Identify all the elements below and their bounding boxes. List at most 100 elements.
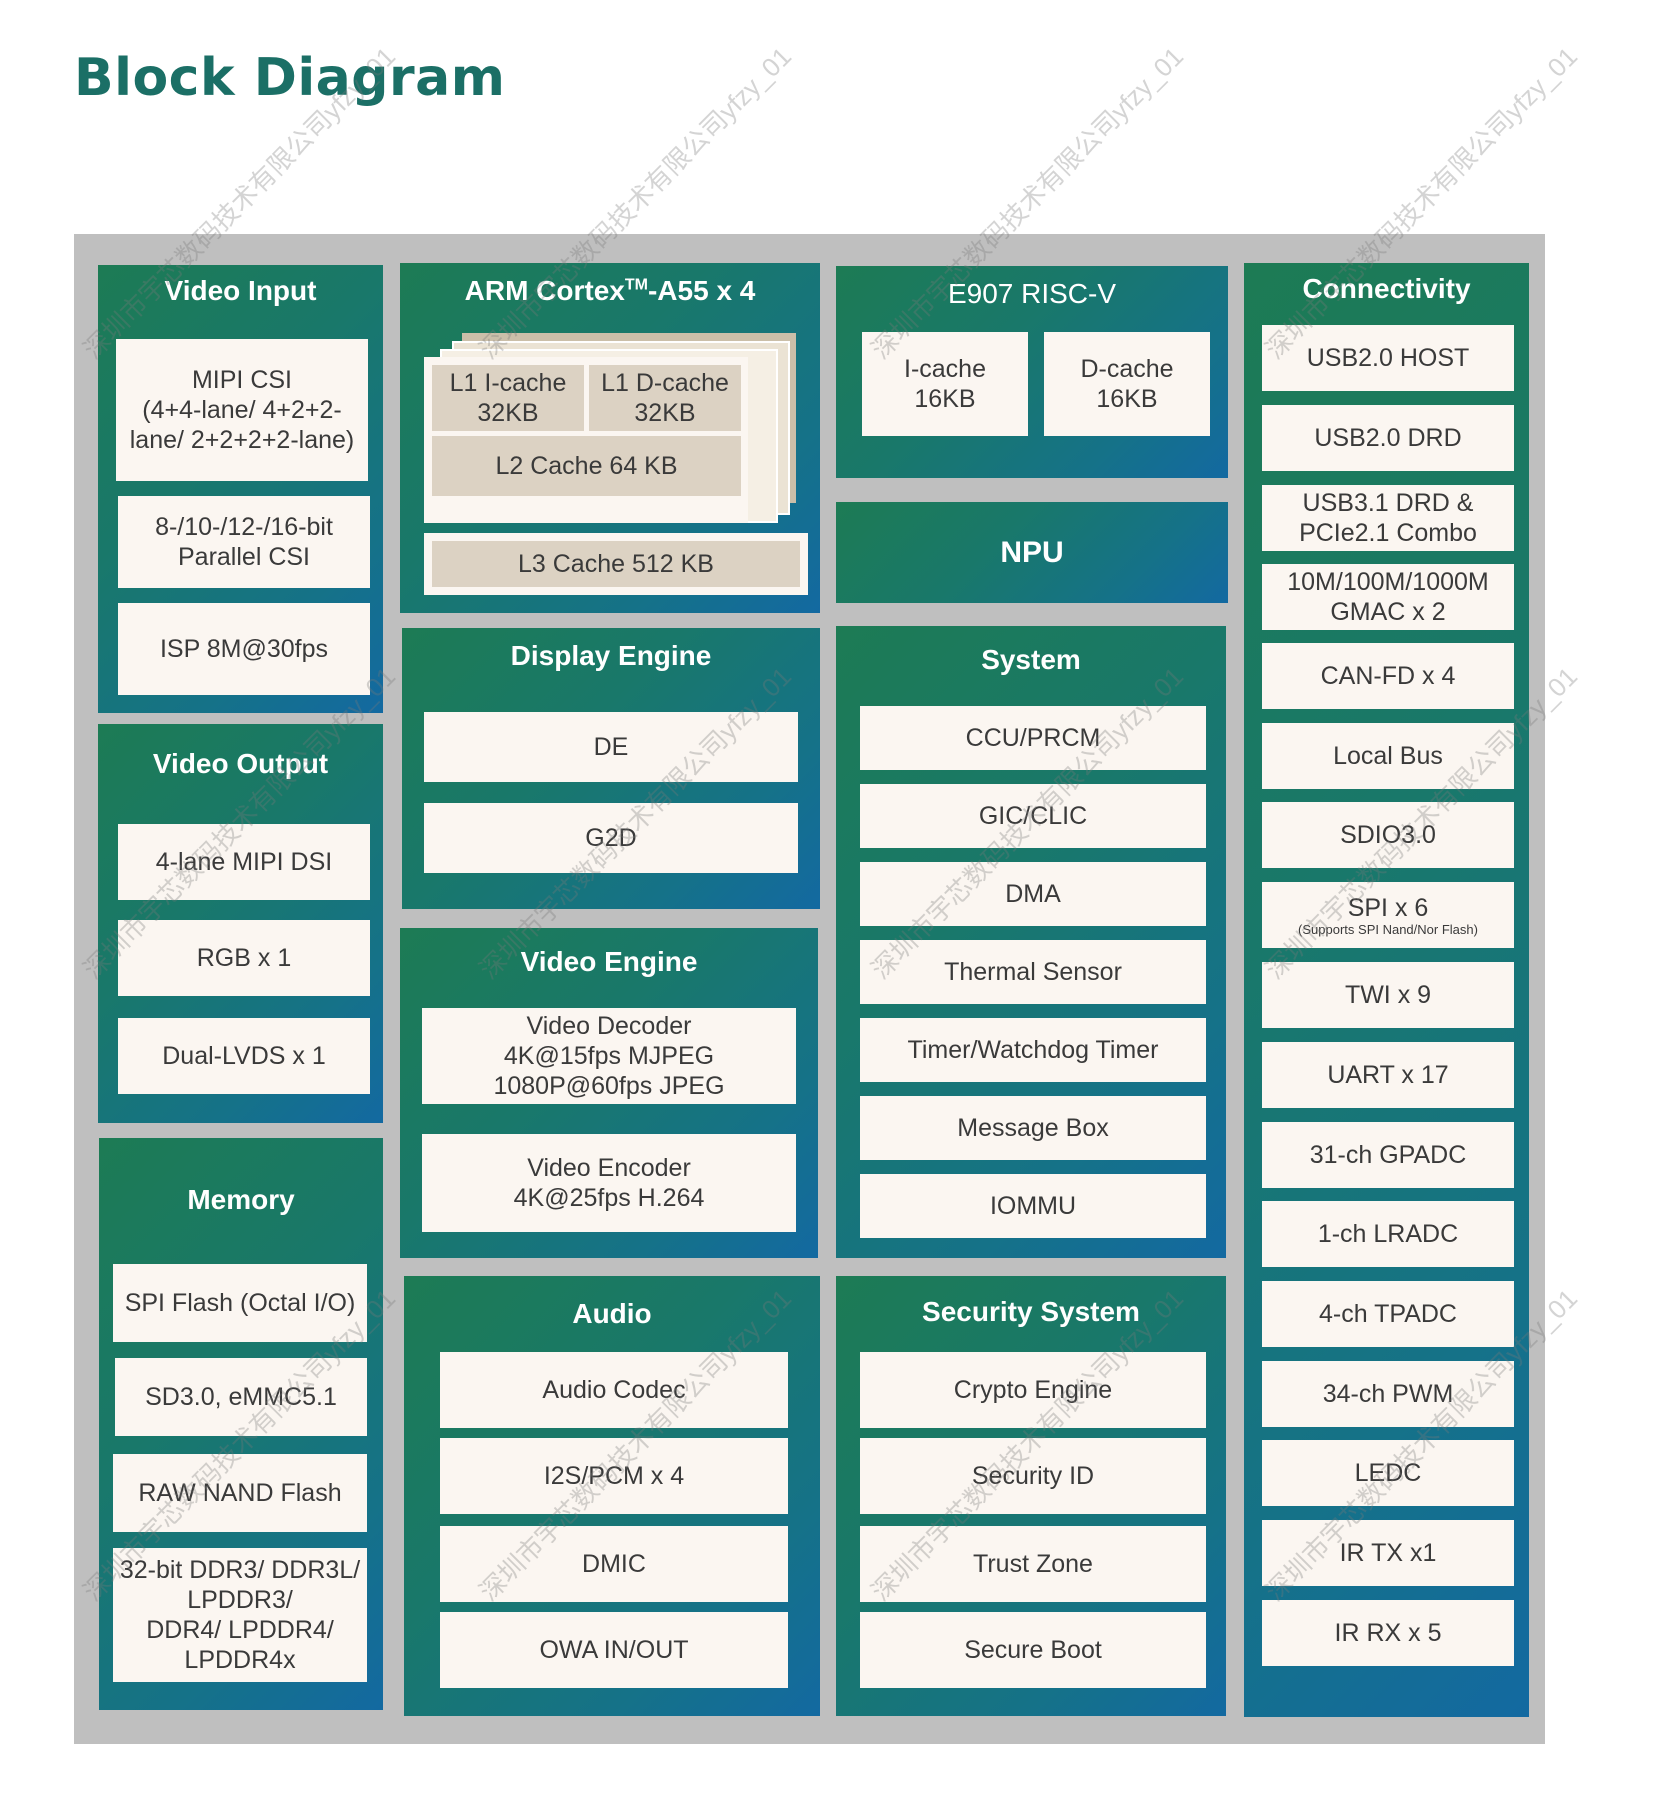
spi-flash-block: SPI Flash (Octal I/O) [113, 1264, 367, 1342]
trademark-sup: TM [624, 276, 648, 294]
riscv-title: E907 RISC-V [947, 278, 1117, 309]
block-line: 4K@15fps MJPEG [503, 1042, 715, 1070]
block-line: L1 I-cache [449, 369, 567, 397]
block-line: 32KB [634, 399, 696, 427]
arm-cortex-panel: ARM CortexTM-A55 x 4 L1 I-cache 32KB L1 … [400, 263, 820, 613]
gpadc-block: 31-ch GPADC [1262, 1122, 1514, 1188]
block-line: 4-lane MIPI DSI [155, 848, 333, 876]
block-line: Security ID [971, 1462, 1095, 1490]
block-line: 34-ch PWM [1322, 1380, 1454, 1408]
block-line: Video Encoder [527, 1154, 691, 1182]
security-item-block: Security ID [860, 1438, 1206, 1514]
can-fd-block: CAN-FD x 4 [1262, 643, 1514, 709]
parallel-csi-block: 8-/10-/12-/16-bit Parallel CSI [118, 496, 370, 588]
block-line: 8-/10-/12-/16-bit [155, 513, 333, 541]
npu-title: NPU [1000, 535, 1064, 569]
security-title: Security System [922, 1296, 1140, 1327]
block-line: LPDDR3/ [187, 1586, 293, 1614]
block-line: Trust Zone [973, 1550, 1093, 1578]
ddr-block: 32-bit DDR3/ DDR3L/ LPDDR3/ DDR4/ LPDDR4… [113, 1548, 367, 1682]
riscv-dcache-block: D-cache 16KB [1044, 332, 1210, 436]
npu-panel: NPU [836, 502, 1228, 603]
sdio-block: SDIO3.0 [1262, 802, 1514, 868]
ledc-block: LEDC [1262, 1440, 1514, 1506]
block-line: 31-ch GPADC [1309, 1141, 1467, 1169]
block-line: USB3.1 DRD & [1302, 489, 1474, 517]
de-block: DE [424, 712, 798, 782]
connectivity-title: Connectivity [1302, 273, 1471, 304]
block-line: I2S/PCM x 4 [543, 1462, 685, 1490]
arm-title-prefix: ARM Cortex [464, 275, 625, 306]
mipi-csi-block: MIPI CSI (4+4-lane/ 4+2+2- lane/ 2+2+2+2… [116, 339, 368, 481]
riscv-panel: E907 RISC-V I-cache 16KB D-cache 16KB [836, 266, 1228, 478]
block-line: L2 Cache 64 KB [495, 452, 678, 480]
block-line: TWI x 9 [1344, 981, 1432, 1009]
block-line: CAN-FD x 4 [1320, 662, 1456, 690]
block-line: CCU/PRCM [965, 724, 1101, 752]
system-item-block: IOMMU [860, 1174, 1206, 1238]
block-line: RGB x 1 [196, 944, 292, 972]
system-title: System [981, 644, 1081, 675]
block-line: PCIe2.1 Combo [1299, 519, 1477, 547]
arm-title-suffix: -A55 x 4 [647, 275, 756, 306]
memory-panel: Memory SPI Flash (Octal I/O) SD3.0, eMMC… [99, 1138, 383, 1710]
usb2-drd-block: USB2.0 DRD [1262, 405, 1514, 471]
block-line: Thermal Sensor [944, 958, 1122, 986]
memory-title: Memory [187, 1184, 295, 1215]
l2-cache-block: L2 Cache 64 KB [432, 436, 741, 496]
block-line: DMIC [582, 1550, 646, 1578]
block-line: Timer/Watchdog Timer [907, 1036, 1159, 1064]
pwm-block: 34-ch PWM [1262, 1361, 1514, 1427]
block-line: 1-ch LRADC [1317, 1220, 1459, 1248]
audio-item-block: I2S/PCM x 4 [440, 1438, 788, 1514]
block-line: 1080P@60fps JPEG [493, 1072, 725, 1100]
local-bus-block: Local Bus [1262, 723, 1514, 789]
block-line: 10M/100M/1000M [1287, 568, 1489, 596]
video-output-title: Video Output [152, 748, 329, 779]
security-item-block: Crypto Engine [860, 1352, 1206, 1428]
block-line: Message Box [957, 1114, 1109, 1142]
block-line: Secure Boot [964, 1636, 1102, 1664]
page-title: Block Diagram [74, 48, 506, 108]
block-line: Local Bus [1333, 742, 1443, 770]
lradc-block: 1-ch LRADC [1262, 1201, 1514, 1267]
system-item-block: CCU/PRCM [860, 706, 1206, 770]
block-line: LEDC [1354, 1459, 1422, 1487]
block-line: SPI x 6 [1347, 894, 1429, 922]
riscv-icache-block: I-cache 16KB [862, 332, 1028, 436]
audio-item-block: Audio Codec [440, 1352, 788, 1428]
video-input-title: Video Input [164, 275, 317, 306]
connectivity-panel: Connectivity USB2.0 HOST USB2.0 DRD USB3.1… [1244, 263, 1529, 1717]
block-line: MIPI CSI [191, 366, 292, 394]
video-decoder-block: Video Decoder 4K@15fps MJPEG 1080P@60fps… [422, 1008, 796, 1104]
system-panel: System CCU/PRCM GIC/CLIC DMA Thermal Sensor… [836, 626, 1226, 1258]
block-line: 4-ch TPADC [1318, 1300, 1457, 1328]
block-line: SDIO3.0 [1340, 821, 1436, 849]
g2d-block: G2D [424, 803, 798, 873]
block-line: DDR4/ LPDDR4/ [146, 1616, 334, 1644]
block-line: 32-bit DDR3/ DDR3L/ [119, 1556, 361, 1584]
block-line: 4K@25fps H.264 [513, 1184, 705, 1212]
block-line: lane/ 2+2+2+2-lane) [129, 426, 355, 454]
video-input-panel: Video Input MIPI CSI (4+4-lane/ 4+2+2- l… [98, 265, 383, 713]
usb2-host-block: USB2.0 HOST [1262, 325, 1514, 391]
isp-block: ISP 8M@30fps [118, 603, 370, 695]
display-engine-title: Display Engine [510, 640, 712, 671]
system-item-block: DMA [860, 862, 1206, 926]
block-line: SD3.0, eMMC5.1 [145, 1383, 337, 1411]
block-line: (4+4-lane/ 4+2+2- [142, 396, 342, 424]
l3-cache-block: L3 Cache 512 KB [432, 541, 800, 587]
block-line: GIC/CLIC [978, 802, 1088, 830]
security-item-block: Trust Zone [860, 1526, 1206, 1602]
block-line: USB2.0 DRD [1314, 424, 1462, 452]
block-line: SPI Flash (Octal I/O) [124, 1289, 356, 1317]
video-engine-panel: Video Engine Video Decoder 4K@15fps MJPE… [400, 928, 818, 1258]
l1-icache-block: L1 I-cache 32KB [432, 365, 584, 431]
usb3-pcie-block: USB3.1 DRD &PCIe2.1 Combo [1262, 485, 1514, 551]
system-item-block: Thermal Sensor [860, 940, 1206, 1004]
security-item-block: Secure Boot [860, 1612, 1206, 1688]
block-line: 16KB [1096, 385, 1158, 413]
block-line: Dual-LVDS x 1 [162, 1042, 326, 1070]
block-line: GMAC x 2 [1330, 598, 1446, 626]
